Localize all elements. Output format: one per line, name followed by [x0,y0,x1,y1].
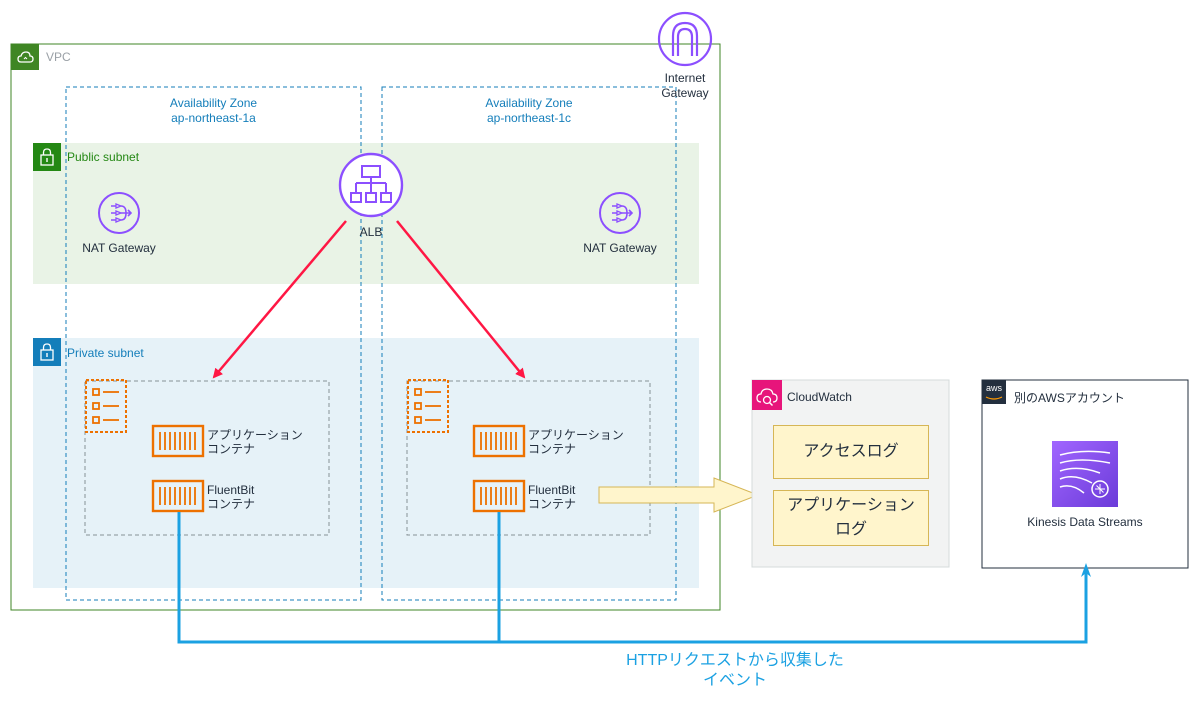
availability-zone-a-label-line1: Availability Zone [169,96,258,110]
availability-zone-c-label-line1: Availability Zone [485,96,573,110]
alb-label: ALB [359,225,383,239]
app-container-c-label: アプリケーション コンテナ [528,428,624,456]
application-log-line2: ログ [834,521,867,538]
application-log-box: アプリケーション ログ [773,490,929,546]
app-container-c-label-line2: コンテナ [528,442,577,456]
vpc-label: VPC [46,50,71,64]
cloudwatch-label: CloudWatch [787,390,852,404]
nat-gateway-a-label: NAT Gateway [82,241,156,255]
availability-zone-a [65,86,362,601]
internet-gateway-icon [657,11,713,67]
ecs-task-group-a [84,380,330,536]
other-account-label: 別のAWSアカウント [1014,391,1125,405]
load-balancer-icon [338,152,404,218]
alb-to-task-a-arrow [212,220,347,379]
fluentbit-container-a-label: FluentBit コンテナ [207,483,255,511]
cloudwatch-icon [756,388,778,407]
fluentbit-container-c-label-line1: FluentBit [528,483,576,497]
application-log-line1: アプリケーション [787,497,915,514]
vpc-boundary [10,43,721,611]
event-flow-label: HTTPリクエストから収集した イベント [585,651,885,691]
nat-gateway-c-label: NAT Gateway [583,241,657,255]
aws-smile-icon [985,396,1003,400]
internet-gateway-label: Internet Gateway [650,71,720,101]
fluentbit-container-c-label: FluentBit コンテナ [528,483,576,511]
availability-zone-c-label-line2: ap-northeast-1c [486,111,572,125]
container-icon [472,479,526,513]
lock-icon [40,148,54,166]
availability-zone-a-label-line2: ap-northeast-1a [171,111,256,125]
private-subnet-badge [33,338,61,366]
app-container-a-label-line2: コンテナ [207,442,256,456]
container-icon [472,424,526,458]
logs-to-cloudwatch-arrow [598,477,760,513]
event-flow-label-line2: イベント [702,672,767,689]
app-container-a-label: アプリケーション コンテナ [207,428,303,456]
availability-zone-a-label: Availability Zone ap-northeast-1a [66,96,361,126]
private-subnet-label: Private subnet [67,346,144,360]
fluentbit-container-a-label-line2: コンテナ [207,497,256,511]
availability-zone-c [381,86,677,601]
cloudwatch-badge [752,380,782,410]
alb-to-task-c-arrow [396,220,526,379]
aws-badge [982,380,1006,404]
fluentbit-a-to-kinesis-line [177,512,1091,644]
container-icon [151,424,205,458]
app-container-c-label-line1: アプリケーション [528,428,624,442]
ecs-task-icon [407,379,449,433]
fluentbit-container-a-label-line1: FluentBit [207,483,255,497]
private-subnet-area [33,338,699,588]
fluentbit-container-c-label-line2: コンテナ [528,497,577,511]
kinesis-label: Kinesis Data Streams [1027,515,1143,529]
ecs-task-icon [85,379,127,433]
access-log-box: アクセスログ [773,425,929,479]
app-container-a-label-line1: アプリケーション [207,428,303,442]
public-subnet-badge [33,143,61,171]
internet-gateway-label-line2: Gateway [661,86,709,100]
nat-gateway-icon [599,192,641,234]
aws-badge-text: aws [985,383,1002,393]
nat-gateway-icon [98,192,140,234]
availability-zone-c-label: Availability Zone ap-northeast-1c [382,96,676,126]
public-subnet-label: Public subnet [67,150,140,164]
internet-gateway-label-line1: Internet [664,71,706,85]
container-icon [151,479,205,513]
kinesis-data-streams-icon [1052,441,1118,507]
lock-icon [40,343,54,361]
ecs-task-group-c [406,380,651,536]
vpc-badge [11,44,39,70]
cloud-icon [17,51,34,63]
event-flow-label-line1: HTTPリクエストから収集した [626,652,844,669]
